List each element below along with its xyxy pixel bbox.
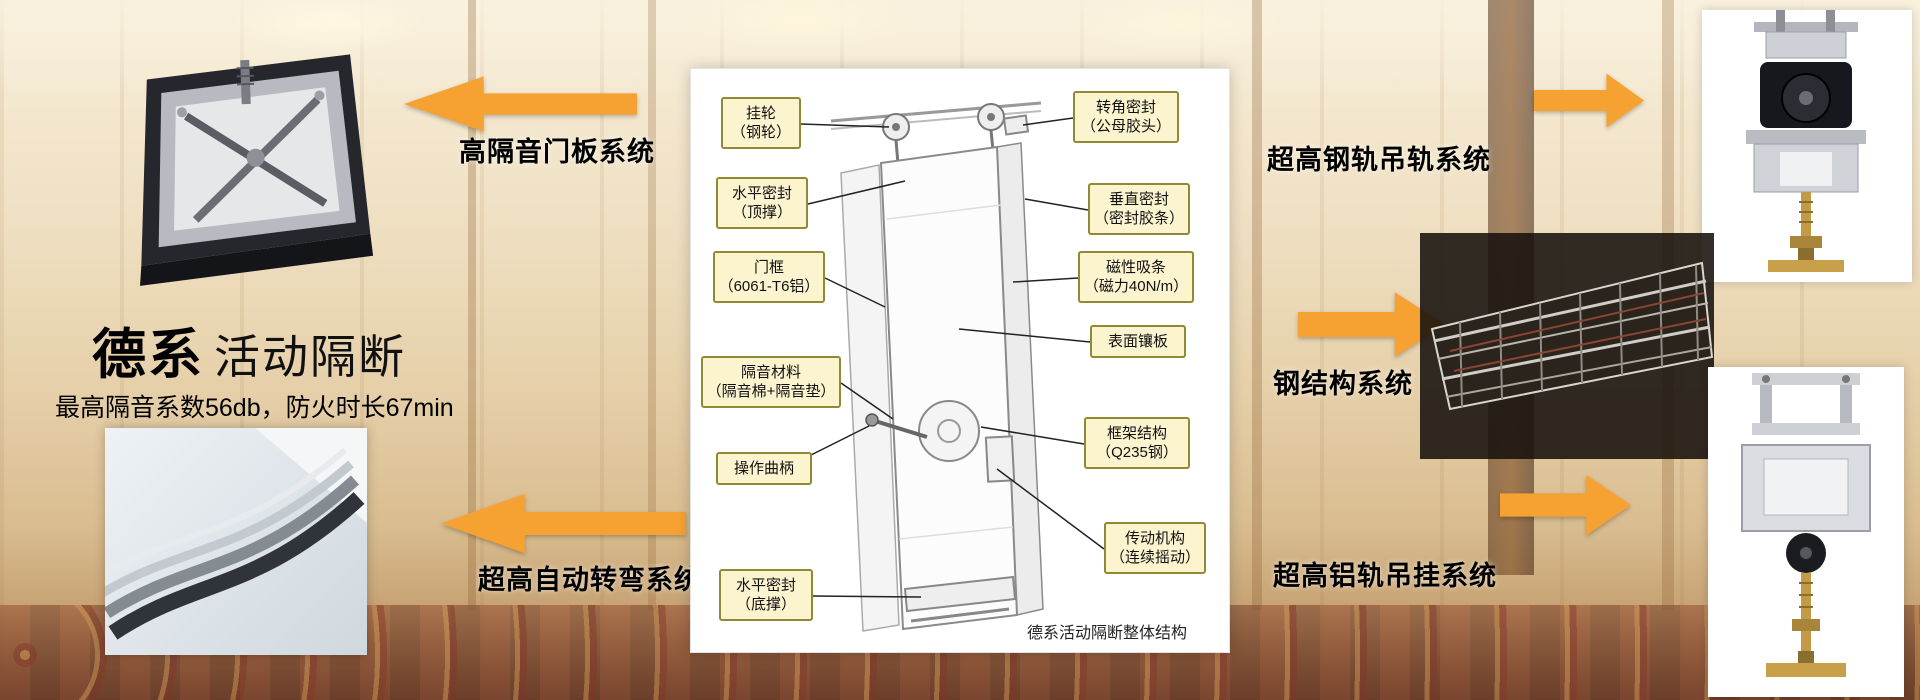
photo-alu-rail-hanger bbox=[1708, 367, 1904, 697]
callout-frame-structure: 框架结构 （Q235钢） bbox=[1084, 417, 1190, 470]
alu-rail-system-label: 超高铝轨吊挂系统 bbox=[1273, 561, 1497, 591]
callout-line: （连续摇动） bbox=[1109, 549, 1200, 567]
door-panel-system-arrow bbox=[404, 73, 637, 135]
steel-rail-system-label: 超高钢轨吊轨系统 bbox=[1267, 145, 1491, 175]
callout-line: 门框 bbox=[753, 259, 784, 276]
diagram-caption: 德系活动隔断整体结构 bbox=[1027, 625, 1188, 642]
callout-corner-seal: 转角密封 （公母胶头） bbox=[1073, 91, 1179, 144]
callout-line: （钢轮） bbox=[730, 124, 791, 142]
callout-line: （6061-T6铝） bbox=[718, 278, 820, 296]
callout-crank: 操作曲柄 bbox=[716, 452, 812, 486]
callout-drive-mechanism: 传动机构 （连续摇动） bbox=[1104, 522, 1206, 575]
photo-door-top-mechanism bbox=[111, 25, 387, 312]
hero-subtitle: 最高隔音系数56db，防火时长67min bbox=[55, 394, 454, 422]
callout-line: 转角密封 bbox=[1095, 99, 1156, 116]
callout-line: 隔音材料 bbox=[740, 364, 801, 381]
callout-line: （底撑） bbox=[735, 596, 796, 614]
photo-steel-rail-hanger bbox=[1702, 10, 1912, 282]
partition-diagram-art bbox=[800, 101, 1105, 632]
alu-rail-system-arrow bbox=[1500, 471, 1631, 539]
door-panel-system-label: 高隔音门板系统 bbox=[459, 137, 655, 167]
callout-line: 水平密封 bbox=[735, 577, 796, 594]
product-title: 活动隔断 bbox=[214, 331, 406, 383]
callout-vertical-seal: 垂直密封 （密封胶条） bbox=[1088, 183, 1190, 236]
auto-turn-system-label: 超高自动转弯系统 bbox=[478, 565, 702, 595]
callout-line: （磁力40N/m） bbox=[1083, 278, 1189, 296]
callout-hanging-wheel: 挂轮 （钢轮） bbox=[721, 97, 801, 150]
steel-rail-system-arrow bbox=[1534, 70, 1644, 131]
wall-column bbox=[1252, 0, 1262, 610]
callout-line: （顶撑） bbox=[731, 204, 792, 222]
photo-steel-structure bbox=[1420, 233, 1714, 459]
callout-line: （Q235钢） bbox=[1096, 444, 1178, 462]
callout-line: 垂直密封 bbox=[1108, 191, 1169, 208]
steel-structure-system-arrow bbox=[1298, 288, 1445, 361]
wall-column bbox=[648, 0, 656, 610]
callout-line: 水平密封 bbox=[731, 185, 792, 202]
callout-door-frame: 门框 （6061-T6铝） bbox=[713, 251, 825, 304]
callout-line: 框架结构 bbox=[1106, 425, 1167, 442]
callout-magnetic-strip: 磁性吸条 （磁力40N/m） bbox=[1078, 251, 1194, 304]
steel-structure-system-label: 钢结构系统 bbox=[1273, 369, 1413, 399]
callout-top-seal: 水平密封 （顶撑） bbox=[716, 177, 808, 230]
callout-line: 传动机构 bbox=[1124, 530, 1185, 547]
callout-line: 磁性吸条 bbox=[1105, 259, 1166, 276]
brand-title: 德系 bbox=[92, 325, 204, 385]
callout-line: 表面镶板 bbox=[1107, 333, 1168, 350]
callout-bottom-seal: 水平密封 （底撑） bbox=[719, 569, 813, 622]
photo-curved-track bbox=[105, 428, 367, 655]
auto-turn-system-arrow bbox=[441, 490, 686, 557]
page-title: 德系活动隔断 bbox=[92, 310, 406, 389]
structure-diagram-panel: 挂轮 （钢轮） 水平密封 （顶撑） 门框 （6061-T6铝） 隔音材料 （隔音… bbox=[690, 68, 1230, 653]
callout-line: 挂轮 bbox=[745, 105, 776, 122]
callout-line: （公母胶头） bbox=[1080, 118, 1171, 136]
callout-line: （隔音棉+隔音垫） bbox=[706, 383, 836, 401]
wall-column bbox=[468, 0, 476, 610]
callout-line: （密封胶条） bbox=[1093, 210, 1184, 228]
callout-line: 操作曲柄 bbox=[733, 460, 794, 477]
callout-sound-insulation: 隔音材料 （隔音棉+隔音垫） bbox=[701, 356, 841, 409]
callout-surface-panel: 表面镶板 bbox=[1090, 325, 1186, 359]
